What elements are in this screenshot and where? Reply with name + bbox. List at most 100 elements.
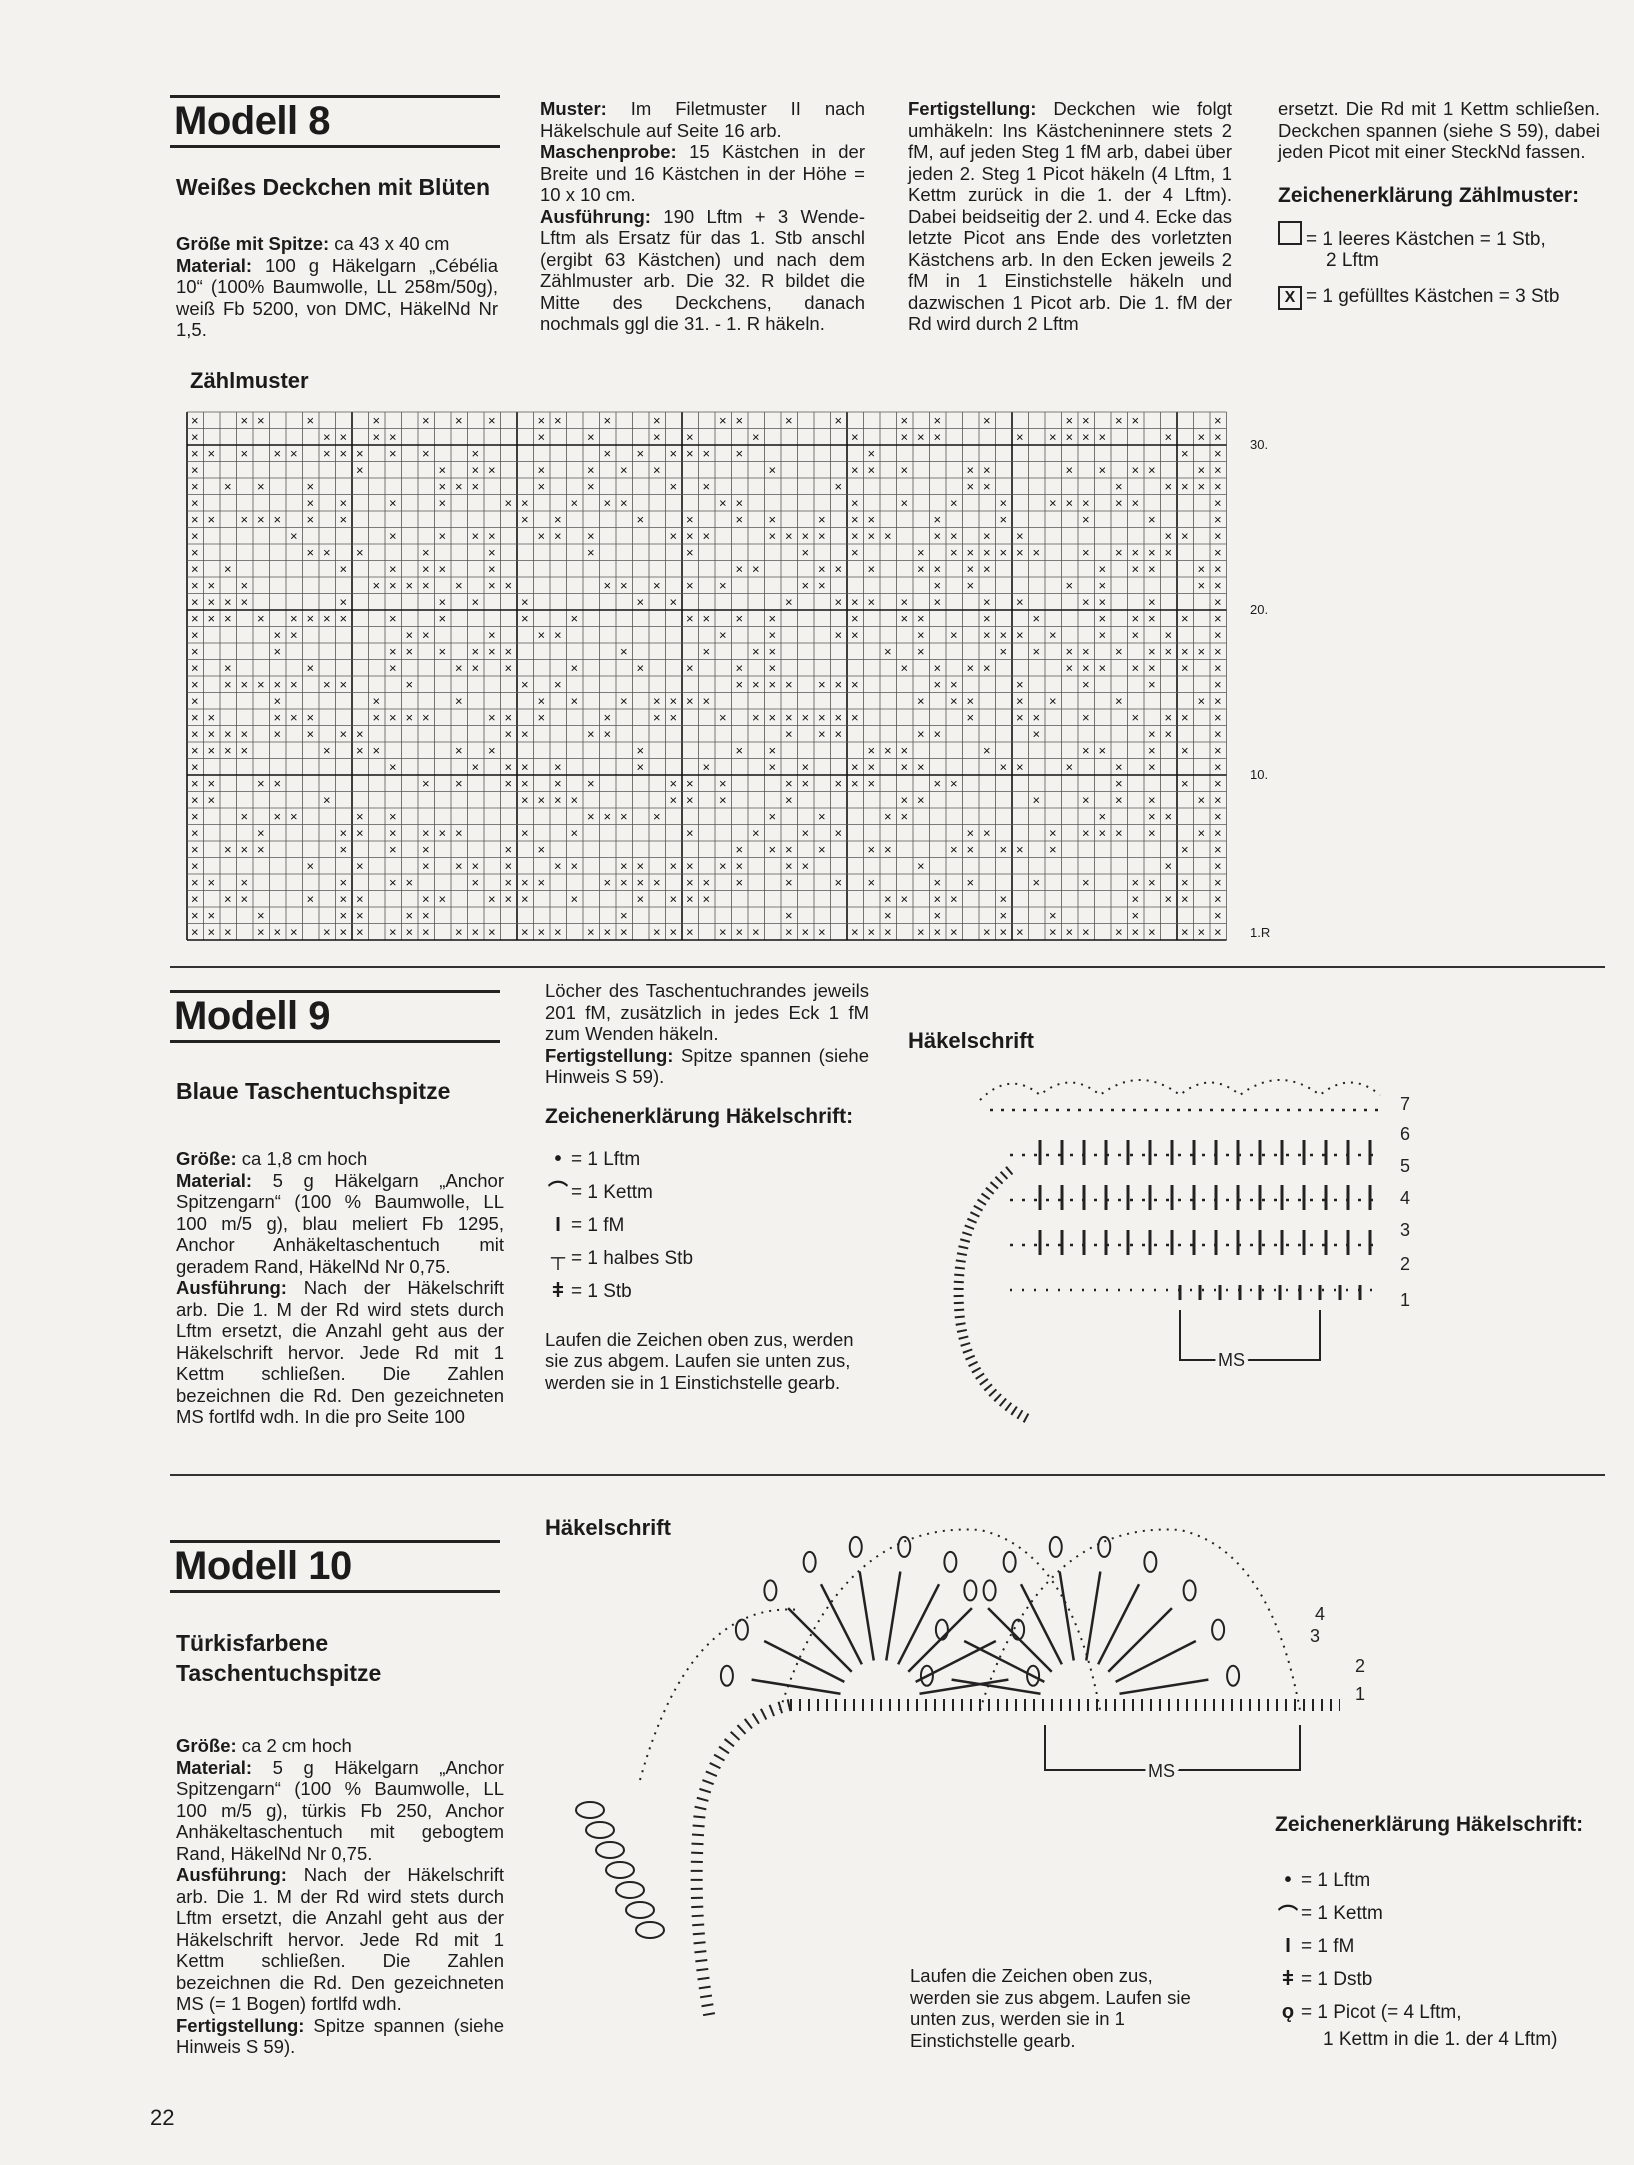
fertig-cont: ersetzt. Die Rd mit 1 Kettm schließen. D…: [1278, 98, 1600, 162]
material-value: 5 g Häkelgarn „Anchor Spitzengarn“ (100 …: [176, 1756, 504, 1864]
filled-cell-mark: ×: [917, 925, 925, 940]
filled-cell-mark: ×: [785, 925, 793, 940]
filled-cell-mark: ×: [587, 776, 595, 791]
filled-cell-mark: ×: [191, 710, 199, 725]
filled-cell-mark: ×: [703, 892, 711, 907]
section-divider-1: [170, 966, 1605, 968]
filled-cell-mark: ×: [521, 727, 529, 742]
filled-cell-mark: ×: [620, 908, 628, 923]
filled-cell-mark: ×: [719, 776, 727, 791]
filled-cell-mark: ×: [604, 875, 612, 890]
filled-cell-mark: ×: [604, 710, 612, 725]
filled-cell-mark: ×: [191, 644, 199, 659]
filled-cell-mark: ×: [241, 809, 249, 824]
fertig-para: Fertigstellung: Spitze spannen (siehe Hi…: [545, 1045, 869, 1088]
filled-cell-mark: ×: [686, 529, 694, 544]
filled-cell-mark: ×: [884, 809, 892, 824]
material-label: Material:: [176, 1169, 253, 1191]
filled-cell-mark: ×: [818, 578, 826, 593]
filled-cell-mark: ×: [686, 875, 694, 890]
filled-cell-mark: ×: [950, 776, 958, 791]
spoke: [751, 1678, 841, 1695]
filled-cell-mark: ×: [1214, 892, 1222, 907]
filled-cell-mark: ×: [1082, 677, 1090, 692]
filled-cell-mark: ×: [1148, 875, 1156, 890]
groesse-para: Größe mit Spitze: ca 43 x 40 cm: [176, 233, 498, 255]
filled-cell-mark: ×: [191, 760, 199, 775]
filled-cell-mark: ×: [769, 677, 777, 692]
filled-cell-mark: ×: [571, 859, 579, 874]
filled-cell-mark: ×: [1198, 694, 1206, 709]
filled-cell-mark: ×: [604, 727, 612, 742]
filled-cell-mark: ×: [389, 826, 397, 841]
filled-cell-mark: ×: [967, 661, 975, 676]
filled-cell-mark: ×: [785, 875, 793, 890]
filled-cell-mark: ×: [1115, 545, 1123, 560]
filled-cell-mark: ×: [785, 842, 793, 857]
legend-text: = 1 Lftm: [571, 1149, 641, 1171]
filled-cell-mark: ×: [983, 529, 991, 544]
material-para: Material: 5 g Häkelgarn „Anchor Spitzeng…: [176, 1170, 504, 1278]
filled-cell-mark: ×: [835, 413, 843, 428]
filled-cell-mark: ×: [455, 661, 463, 676]
filled-cell-mark: ×: [736, 413, 744, 428]
filled-cell-mark: ×: [1016, 595, 1024, 610]
filled-cell-mark: ×: [455, 743, 463, 758]
filled-cell-mark: ×: [637, 760, 645, 775]
filled-cell-mark: ×: [818, 677, 826, 692]
filled-cell-mark: ×: [340, 875, 348, 890]
filled-cell-mark: ×: [1033, 644, 1041, 659]
filled-cell-mark: ×: [455, 776, 463, 791]
filled-cell-mark: ×: [274, 710, 282, 725]
filled-cell-mark: ×: [1115, 925, 1123, 940]
filled-cell-mark: ×: [1049, 842, 1057, 857]
filled-cell-mark: ×: [323, 545, 331, 560]
filled-cell-mark: ×: [1214, 446, 1222, 461]
filled-cell-mark: ×: [1082, 545, 1090, 560]
filled-cell-mark: ×: [769, 512, 777, 527]
ausfuehrung-value: Nach der Häkelschrift arb. Die 1. M der …: [176, 1277, 504, 1427]
filled-cell-mark: ×: [587, 727, 595, 742]
modell10-note: Laufen die Zeichen oben zus, werden sie …: [910, 1965, 1191, 2051]
filled-cell-mark: ×: [736, 611, 744, 626]
filled-cell-mark: ×: [422, 545, 430, 560]
filled-cell-mark: ×: [274, 628, 282, 643]
grid-lines: [186, 411, 1227, 941]
filled-cell-mark: ×: [340, 826, 348, 841]
filled-cell-mark: ×: [1082, 793, 1090, 808]
legend-text: = 1 Kettm: [1301, 1902, 1383, 1924]
spoke: [1107, 1607, 1173, 1673]
filled-cell-mark: ×: [1082, 413, 1090, 428]
filled-cell-mark: ×: [224, 743, 232, 758]
filled-cell-mark: ×: [241, 413, 249, 428]
filled-cell-mark: ×: [901, 463, 909, 478]
filled-cell-mark: ×: [340, 842, 348, 857]
round-3: 3: [1400, 1220, 1410, 1240]
filled-cell-mark: ×: [1214, 842, 1222, 857]
picot-loop: [1002, 1550, 1017, 1573]
filled-cell-mark: ×: [257, 479, 265, 494]
picot-loop: [1143, 1550, 1158, 1573]
filled-cell-mark: ×: [406, 710, 414, 725]
filled-cell-mark: ×: [1016, 842, 1024, 857]
fertig-value: Spitze spannen (siehe Hinweis S 59).: [545, 1044, 869, 1088]
filled-cell-mark: ×: [1198, 562, 1206, 577]
filled-cell-mark: ×: [1099, 595, 1107, 610]
filled-cell-mark: ×: [868, 446, 876, 461]
filled-cell-mark: ×: [686, 925, 694, 940]
legend-empty-text: = 1 leeres Kästchen = 1 Stb,: [1306, 228, 1546, 250]
filled-cell-mark: ×: [785, 908, 793, 923]
filled-cell-mark: ×: [769, 809, 777, 824]
filled-cell-mark: ×: [373, 430, 381, 445]
filled-cell-mark: ×: [686, 661, 694, 676]
filled-cell-mark: ×: [274, 925, 282, 940]
filled-cell-mark: ×: [901, 430, 909, 445]
picot-loop: [585, 1821, 615, 1839]
filled-cell-mark: ×: [785, 677, 793, 692]
filled-cell-mark: ×: [719, 578, 727, 593]
spoke: [1058, 1571, 1075, 1661]
filled-cell-mark: ×: [851, 545, 859, 560]
filled-cell-mark: ×: [818, 809, 826, 824]
filled-cell-mark: ×: [241, 875, 249, 890]
filled-cell-mark: ×: [191, 694, 199, 709]
